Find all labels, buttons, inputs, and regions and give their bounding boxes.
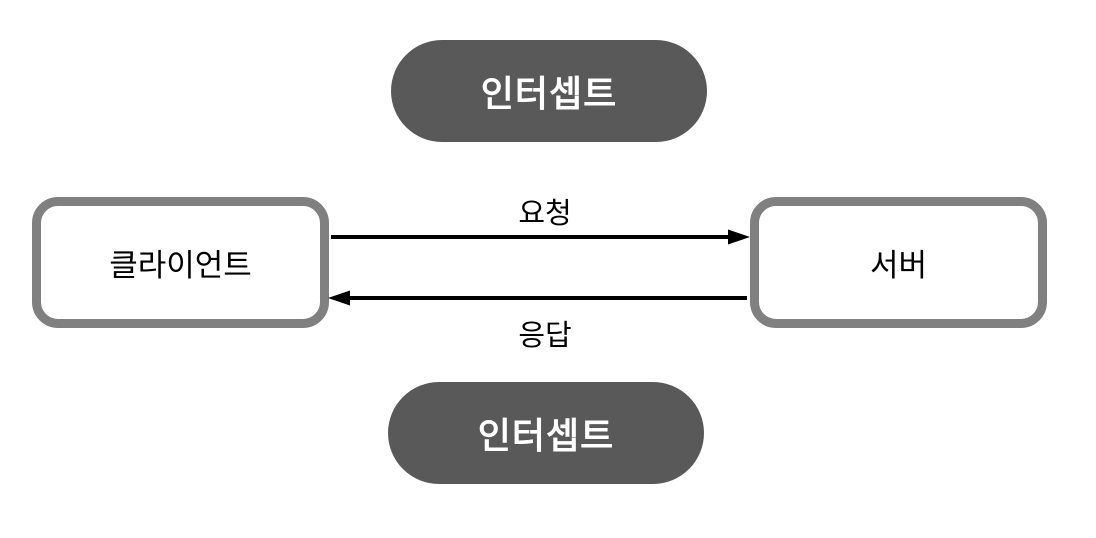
server-node: 서버 <box>750 197 1047 328</box>
intercept-pill-bottom-label: 인터셉트 <box>477 415 615 456</box>
request-arrow-label: 요청 <box>518 198 572 230</box>
response-arrow-label: 응답 <box>518 320 572 352</box>
client-node: 클라이언트 <box>32 197 329 328</box>
response-arrowhead-icon <box>328 290 350 306</box>
response-arrow <box>328 290 747 306</box>
intercept-pill-top: 인터셉트 <box>391 40 707 142</box>
request-arrowhead-icon <box>728 229 750 245</box>
client-node-label: 클라이언트 <box>109 248 252 283</box>
server-node-label: 서버 <box>869 248 928 283</box>
intercept-pill-top-label: 인터셉트 <box>480 73 618 114</box>
intercept-pill-bottom: 인터셉트 <box>388 382 704 484</box>
